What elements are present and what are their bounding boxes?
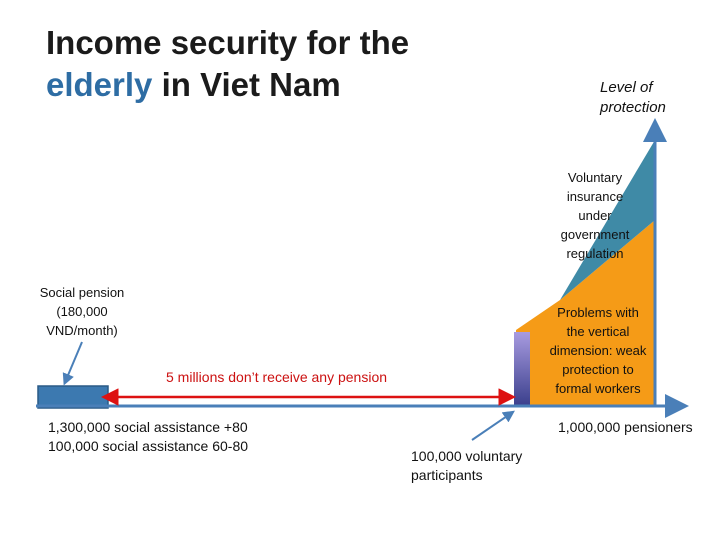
- title-line-2-rest: in Viet Nam: [152, 66, 341, 103]
- problems-line-1: Problems with: [557, 305, 639, 320]
- voluntary-line-1: Voluntary: [567, 170, 623, 185]
- title-highlight: elderly: [46, 66, 153, 103]
- voluntary-participants-line-2: participants: [411, 467, 483, 483]
- voluntary-participants-label: 100,000 voluntary participants: [411, 447, 522, 485]
- voluntary-participants-line-1: 100,000 voluntary: [411, 448, 523, 464]
- problems-line-4: protection to: [562, 362, 634, 377]
- problems-line-2: the vertical: [566, 324, 630, 339]
- title-line-1: Income security for the: [46, 24, 410, 61]
- problems-line-5: formal workers: [555, 381, 641, 396]
- page-title: Income security for the elderly in Viet …: [46, 22, 409, 106]
- social-assistance-line-2: 100,000 social assistance 60-80: [48, 438, 249, 454]
- voluntary-line-5: regulation: [566, 246, 624, 261]
- no-pension-label: 5 millions don’t receive any pension: [166, 369, 388, 385]
- social-pension-pointer: [62, 341, 83, 386]
- pensioners-label: 1,000,000 pensioners: [558, 419, 693, 435]
- voluntary-line-3: under: [578, 208, 612, 223]
- voluntary-line-4: government: [560, 227, 630, 242]
- social-pension-line-1: Social pension: [39, 285, 125, 300]
- social-pension-line-3: VND/month): [46, 323, 118, 338]
- social-pension-label: Social pension (180,000 VND/month): [22, 283, 142, 340]
- teal-region: [560, 140, 655, 300]
- orange-region: [516, 220, 655, 406]
- social-assistance-line-1: 1,300,000 social assistance +80: [48, 419, 248, 435]
- y-axis-label-line-1: Level of: [600, 79, 653, 96]
- voluntary-pointer: [471, 410, 515, 441]
- y-axis-label: Level of protection: [600, 78, 666, 118]
- social-pension-line-2: (180,000: [56, 304, 108, 319]
- title-line-2: elderly in Viet Nam: [46, 64, 409, 106]
- y-axis-label-line-2: protection: [600, 99, 666, 116]
- voluntary-participants-bar: [514, 332, 530, 406]
- problems-label: Problems with the vertical dimension: we…: [538, 303, 658, 398]
- problems-line-3: dimension: weak: [549, 343, 647, 358]
- social-assistance-label: 1,300,000 social assistance +80 100,000 …: [48, 418, 248, 456]
- voluntary-line-2: insurance: [566, 189, 624, 204]
- voluntary-insurance-label: Voluntary insurance under government reg…: [545, 168, 645, 263]
